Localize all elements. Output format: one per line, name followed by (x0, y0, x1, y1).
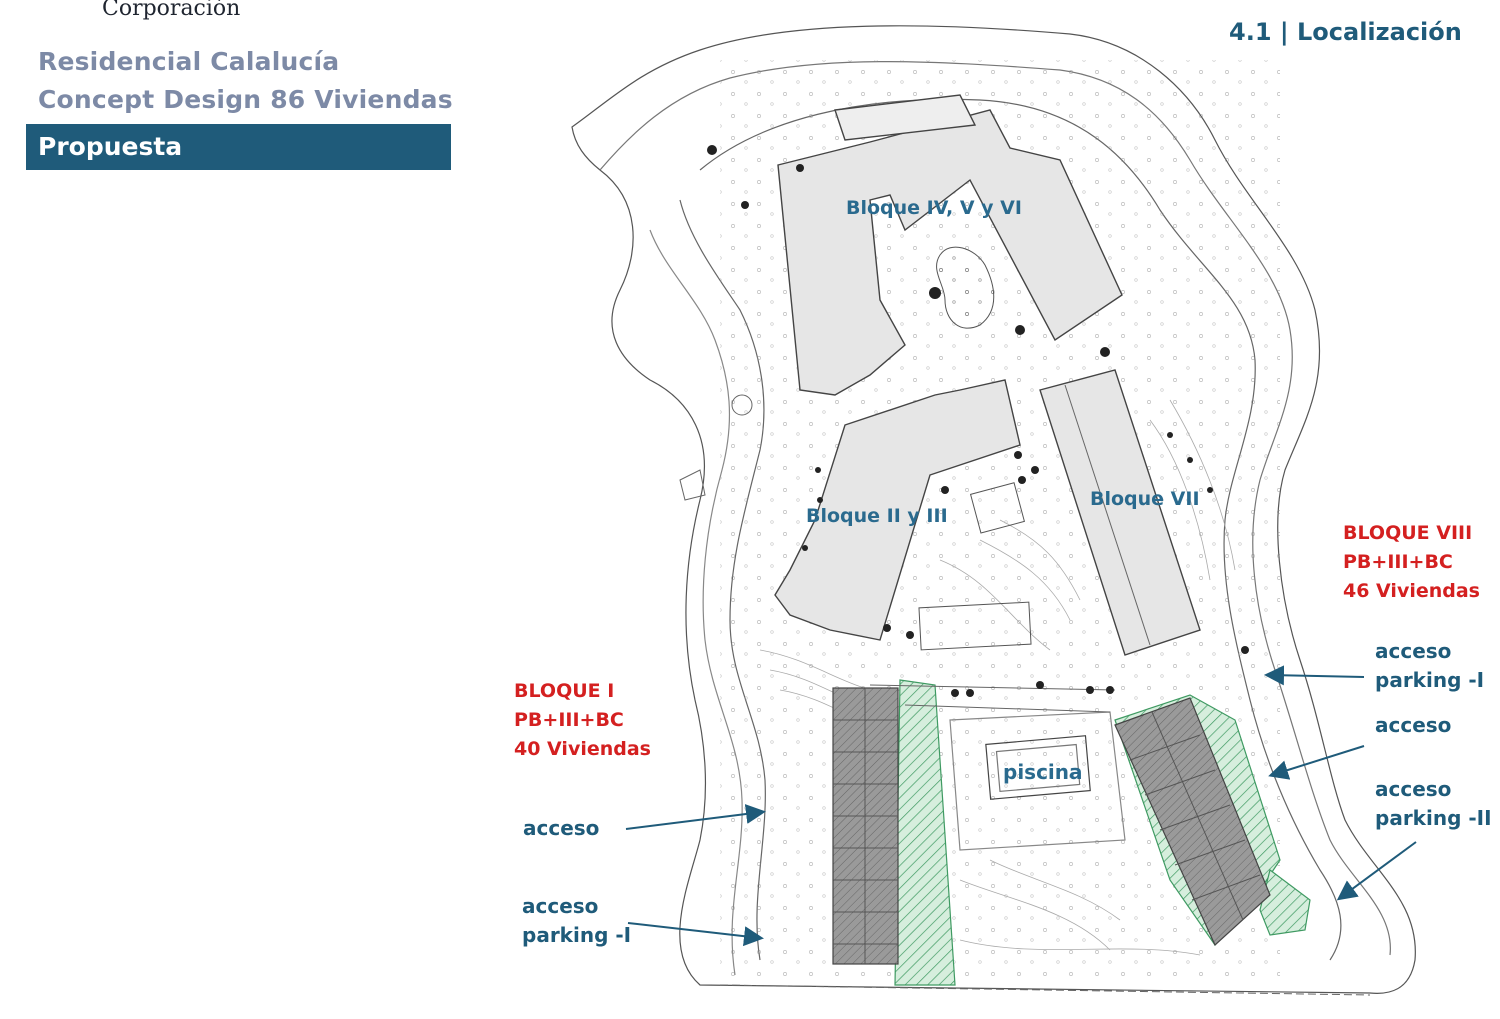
lower-pool (949, 711, 1126, 851)
label-acceso-parking-left-line2: parking -I (522, 923, 632, 947)
label-bloque-iv-v-vi: Bloque IV, V y VI (846, 197, 1022, 219)
site-paths (679, 394, 1371, 996)
bloque-viii-floors: PB+III+BC (1343, 551, 1453, 573)
bloque-viii-callout: BLOQUE VIII PB+III+BC 46 Viviendas (1343, 519, 1480, 606)
label-acceso-parking-i-right-line1: acceso (1375, 639, 1452, 663)
arrow-acceso-right (1268, 745, 1365, 780)
label-piscina: piscina (1003, 760, 1083, 784)
bloque-i-callout: BLOQUE I PB+III+BC 40 Viviendas (514, 677, 651, 764)
building-bloque-viii (1114, 697, 1271, 946)
label-acceso-parking-ii-right-line1: acceso (1375, 777, 1452, 801)
bloque-viii-name: BLOQUE VIII (1343, 522, 1473, 544)
page-title: 4.1 | Localización (1229, 18, 1462, 46)
label-acceso-parking-i-right: acceso parking -I (1375, 637, 1484, 695)
arrow-acceso-left (625, 804, 766, 830)
building-bloque-ii-iii (774, 379, 1021, 641)
section-tag: Propuesta (38, 132, 183, 161)
bloque-viii-units: 46 Viviendas (1343, 580, 1480, 602)
building-bloque-vii (1039, 369, 1201, 656)
bloque-i-name: BLOQUE I (514, 680, 615, 702)
building-bloque-iv-v-vi (777, 94, 1123, 396)
label-acceso-parking-left: acceso parking -I (522, 892, 631, 950)
project-subtitle: Concept Design 86 Viviendas (38, 85, 453, 114)
section-bar: Propuesta (26, 124, 451, 170)
access-arrows (625, 665, 1417, 947)
label-bloque-vii: Bloque VII (1090, 488, 1200, 510)
label-acceso-parking-ii-right: acceso parking -II (1375, 775, 1492, 833)
bloque-i-floors: PB+III+BC (514, 709, 624, 731)
label-acceso-parking-i-right-line2: parking -I (1375, 668, 1485, 692)
arrow-parking-i-right (1264, 665, 1365, 686)
building-bloque-i (832, 687, 899, 965)
arrow-parking-ii-right (1336, 841, 1417, 901)
label-acceso-right: acceso (1375, 713, 1452, 737)
label-acceso-parking-ii-right-line2: parking -II (1375, 806, 1492, 830)
project-title: Residencial Calalucía (38, 47, 340, 76)
arrow-parking-left (627, 922, 764, 947)
label-acceso-parking-left-line1: acceso (522, 894, 599, 918)
brand-name: Corporación (102, 0, 241, 21)
trees (707, 145, 1249, 697)
label-acceso-left: acceso (523, 816, 600, 840)
bloque-i-units: 40 Viviendas (514, 738, 651, 760)
upper-pool (918, 246, 1032, 651)
label-bloque-ii-iii: Bloque II y III (806, 505, 948, 527)
